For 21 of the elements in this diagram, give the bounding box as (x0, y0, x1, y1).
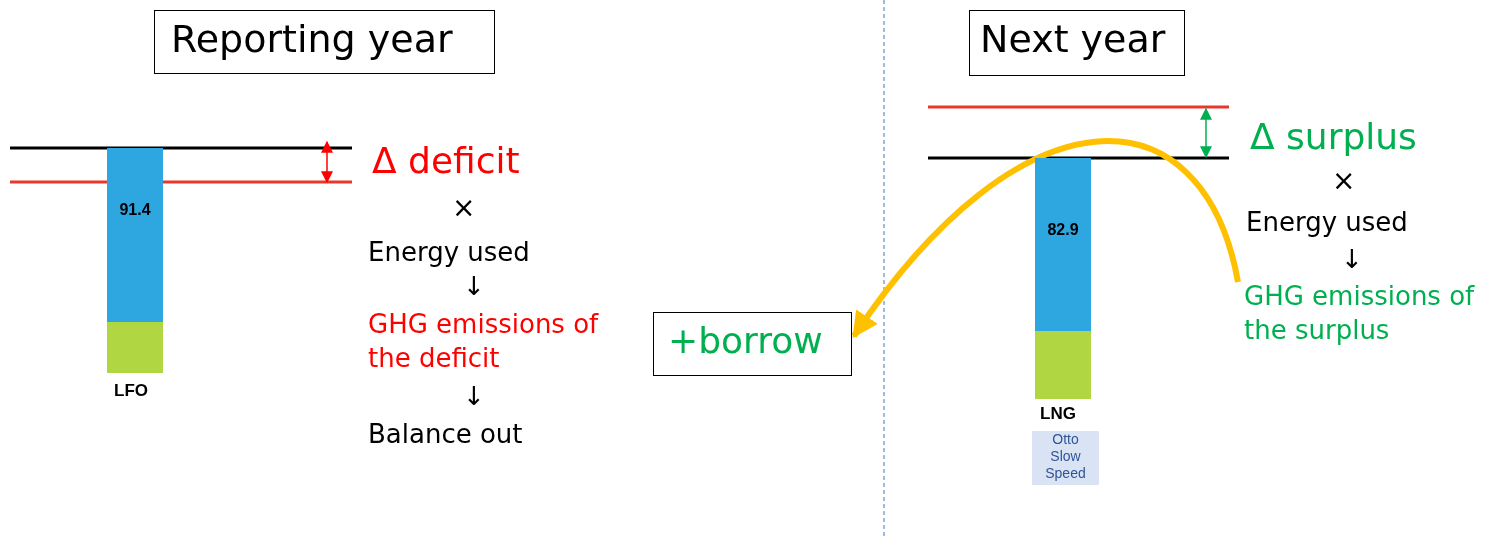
bar-segment: 91.4 (107, 148, 163, 322)
fuel-label: LFO (114, 380, 148, 402)
down-arrow-sign: ↓ (463, 380, 485, 413)
borrow-box: +borrow (653, 312, 852, 376)
engine-type-tag: Otto Slow Speed (1032, 431, 1099, 485)
bar-segment: 82.9 (1035, 158, 1091, 331)
result-label: Balance out (368, 418, 523, 451)
curved-arrow (851, 138, 1241, 339)
result-text: GHG emissions of the surplus (1244, 280, 1505, 356)
down-arrow-sign: ↓ (1341, 243, 1363, 276)
title-box: Reporting year (154, 10, 495, 74)
down-arrow-sign: ↓ (463, 270, 485, 303)
term-label: Energy used (368, 236, 530, 269)
term-label: Energy used (1246, 206, 1408, 239)
delta-label: Δ surplus (1250, 115, 1417, 159)
multiply-sign: × (1332, 163, 1356, 199)
delta-label: Δ deficit (372, 139, 520, 183)
fuel-label: LNG (1040, 403, 1076, 425)
multiply-sign: × (452, 190, 476, 226)
title-box: Next year (969, 10, 1185, 76)
result-text: GHG emissions of the deficit (368, 308, 600, 375)
